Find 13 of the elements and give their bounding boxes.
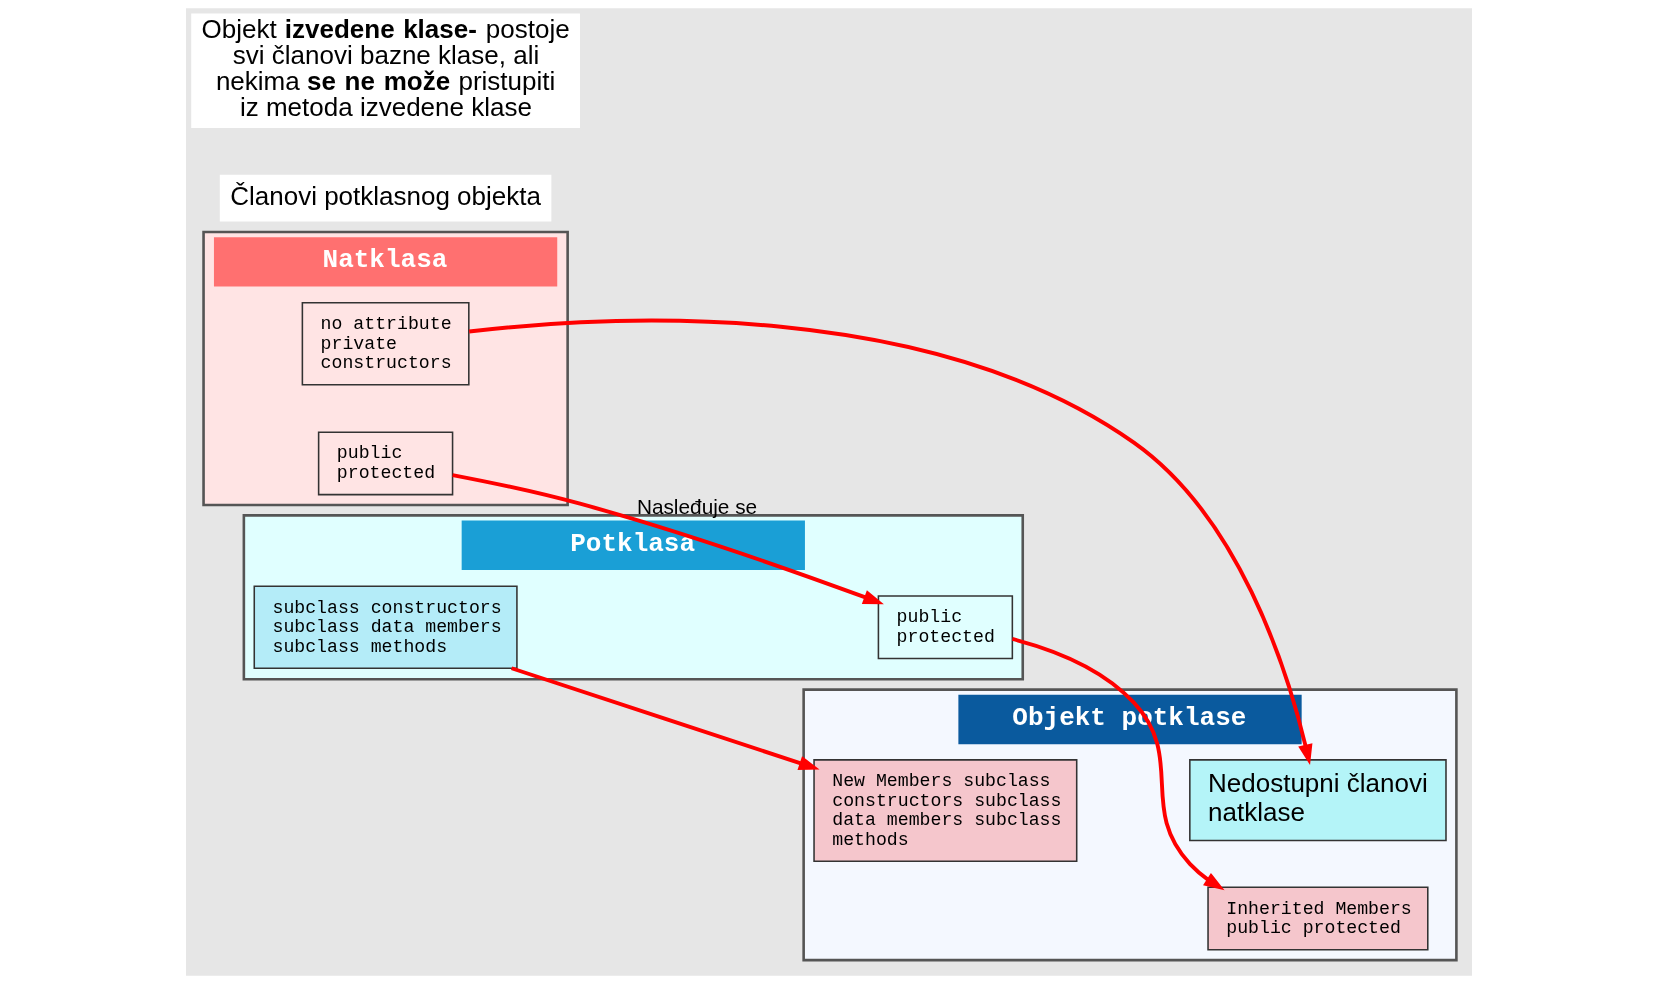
node-box: Inherited Members public protected bbox=[1207, 886, 1429, 951]
node-box: no attribute private constructors bbox=[301, 302, 470, 386]
arrow bbox=[1011, 637, 1225, 891]
node-box: Nedostupni članovi natklase bbox=[1189, 759, 1447, 842]
node-box: public protected bbox=[877, 595, 1014, 660]
node-box: New Members subclass constructors subclass data members subclass methods bbox=[813, 759, 1078, 863]
label: Članovi potklasnog objekta bbox=[230, 180, 541, 211]
node-box: subclass constructors subclass data members subclass methods bbox=[253, 585, 518, 669]
node-box: public protected bbox=[317, 431, 454, 496]
label: Objekt izvedene klase- postoje svi članovi bazne klase, ali nekima se ne može pristupiti iz metoda izvedene klase bbox=[201, 14, 570, 123]
arrow bbox=[469, 318, 1313, 766]
arrow bbox=[511, 666, 820, 771]
arrow bbox=[452, 473, 884, 605]
